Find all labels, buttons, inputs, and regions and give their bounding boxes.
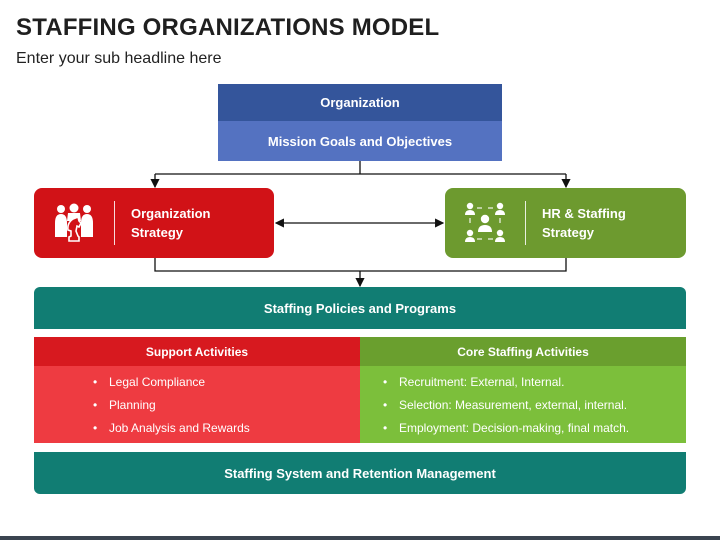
bullet-icon: •: [383, 421, 388, 435]
bullet-icon: •: [93, 421, 98, 435]
core-item-text: Employment: Decision-making, final match…: [399, 421, 630, 435]
chess-team-icon: [55, 203, 93, 242]
organization-strategy-box: Organization Strategy: [34, 188, 274, 258]
core-item-text: Selection: Measurement, external, intern…: [399, 398, 628, 412]
hr-staffing-strategy-box: HR & Staffing Strategy: [445, 188, 686, 258]
core-staffing-heading: Core Staffing Activities: [360, 337, 686, 366]
footer-bar: [0, 536, 720, 540]
people-network-icon: [465, 202, 505, 242]
organization-box: Organization: [218, 84, 502, 121]
support-item-text: Legal Compliance: [109, 375, 206, 389]
core-item-text: Recruitment: External, Internal.: [399, 375, 565, 389]
list-item: • Employment: Decision-making, final matc…: [360, 420, 686, 443]
bullet-icon: •: [383, 375, 388, 389]
list-item: • Planning: [34, 397, 360, 420]
list-item: • Job Analysis and Rewards: [34, 420, 360, 443]
list-item: • Recruitment: External, Internal.: [360, 374, 686, 397]
support-activities-heading: Support Activities: [34, 337, 360, 366]
support-activities-list: • Legal Compliance • Planning • Job Analysi…: [34, 366, 360, 443]
bullet-icon: •: [383, 398, 388, 412]
hr-staffing-strategy-label: HR & Staffing Strategy: [542, 206, 626, 240]
bullet-icon: •: [93, 375, 98, 389]
page-title: STAFFING ORGANIZATIONS MODEL: [16, 14, 440, 41]
support-item-text: Planning: [109, 398, 156, 412]
page-subtitle: Enter your sub headline here: [16, 50, 222, 67]
mission-goals-box: Mission Goals and Objectives: [218, 121, 502, 161]
staffing-policies-bar: Staffing Policies and Programs: [34, 287, 686, 329]
list-item: • Selection: Measurement, external, inter…: [360, 397, 686, 420]
retention-management-bar: Staffing System and Retention Management: [34, 452, 686, 494]
organization-strategy-label: Organization Strategy: [131, 206, 211, 240]
core-staffing-panel: Core Staffing Activities • Recruitment: E…: [360, 337, 686, 443]
bullet-icon: •: [93, 398, 98, 412]
core-staffing-list: • Recruitment: External, Internal. • Selec…: [360, 366, 686, 443]
list-item: • Legal Compliance: [34, 374, 360, 397]
connector-bottom-bar: [154, 258, 567, 272]
support-activities-panel: Support Activities • Legal Compliance • Pl…: [34, 337, 360, 443]
support-item-text: Job Analysis and Rewards: [109, 421, 250, 435]
